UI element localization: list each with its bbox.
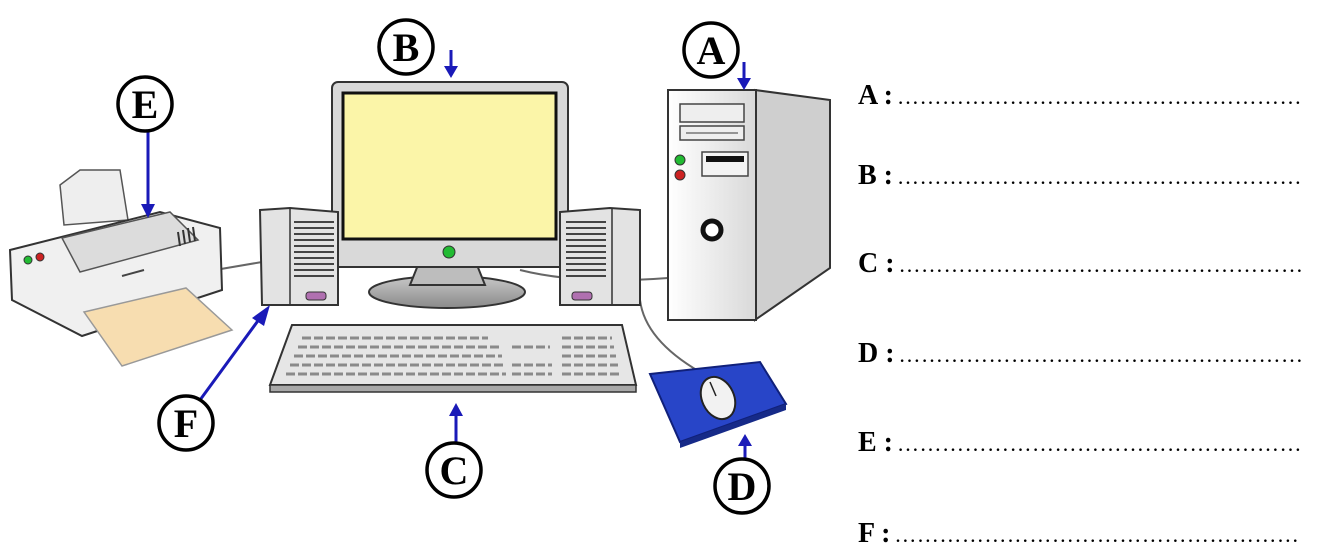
hdd-led bbox=[674, 169, 686, 181]
answer-blank-e[interactable]: ……………………………………………… bbox=[897, 431, 1302, 456]
keyboard bbox=[268, 324, 638, 393]
arrows bbox=[141, 50, 752, 460]
system-unit bbox=[667, 88, 831, 322]
monitor bbox=[331, 81, 569, 309]
callout-C: C bbox=[425, 441, 483, 499]
monitor-screen bbox=[341, 91, 558, 241]
answer-row-e: E :……………………………………………… bbox=[858, 427, 1335, 467]
callout-F: F bbox=[157, 394, 215, 452]
callout-letter-B: B bbox=[393, 25, 420, 70]
answer-key-b: B : bbox=[858, 160, 893, 191]
answer-list: A :……………………………………………… B :………………………………………… bbox=[858, 0, 1335, 559]
mouse bbox=[648, 360, 788, 448]
answer-key-a: A : bbox=[858, 80, 893, 111]
answer-row-f: F :……………………………………………… bbox=[858, 518, 1335, 558]
answer-key-f: F : bbox=[858, 518, 891, 549]
answer-blank-d[interactable]: ……………………………………………… bbox=[898, 342, 1304, 367]
callout-letter-E: E bbox=[132, 82, 159, 127]
answer-row-a: A :……………………………………………… bbox=[858, 80, 1335, 120]
power-led bbox=[674, 154, 686, 166]
callout-D: D bbox=[713, 457, 771, 515]
callout-B: B bbox=[377, 18, 435, 76]
answer-blank-c[interactable]: ……………………………………………… bbox=[898, 252, 1304, 277]
printer bbox=[8, 169, 234, 367]
callout-letter-C: C bbox=[440, 448, 469, 493]
answer-row-b: B :……………………………………………… bbox=[858, 160, 1335, 200]
answer-blank-b[interactable]: ……………………………………………… bbox=[897, 164, 1302, 189]
answer-row-c: C :……………………………………………… bbox=[858, 248, 1335, 288]
callout-letter-F: F bbox=[174, 401, 198, 446]
answer-key-c: C : bbox=[858, 248, 895, 279]
printer-paper bbox=[82, 287, 234, 367]
callout-letter-D: D bbox=[728, 464, 757, 509]
power-button bbox=[700, 218, 724, 242]
right-speaker bbox=[559, 206, 641, 306]
answer-blank-f[interactable]: ……………………………………………… bbox=[894, 522, 1300, 547]
answer-blank-a[interactable]: ……………………………………………… bbox=[897, 84, 1302, 109]
answer-key-d: D : bbox=[858, 338, 895, 369]
computer-diagram: A B C D E F bbox=[8, 18, 831, 515]
callout-letter-A: A bbox=[697, 28, 726, 73]
left-speaker bbox=[258, 206, 339, 306]
answer-row-d: D :……………………………………………… bbox=[858, 338, 1335, 378]
callout-E: E bbox=[116, 75, 174, 133]
callout-A: A bbox=[682, 21, 740, 79]
answer-key-e: E : bbox=[858, 427, 893, 458]
